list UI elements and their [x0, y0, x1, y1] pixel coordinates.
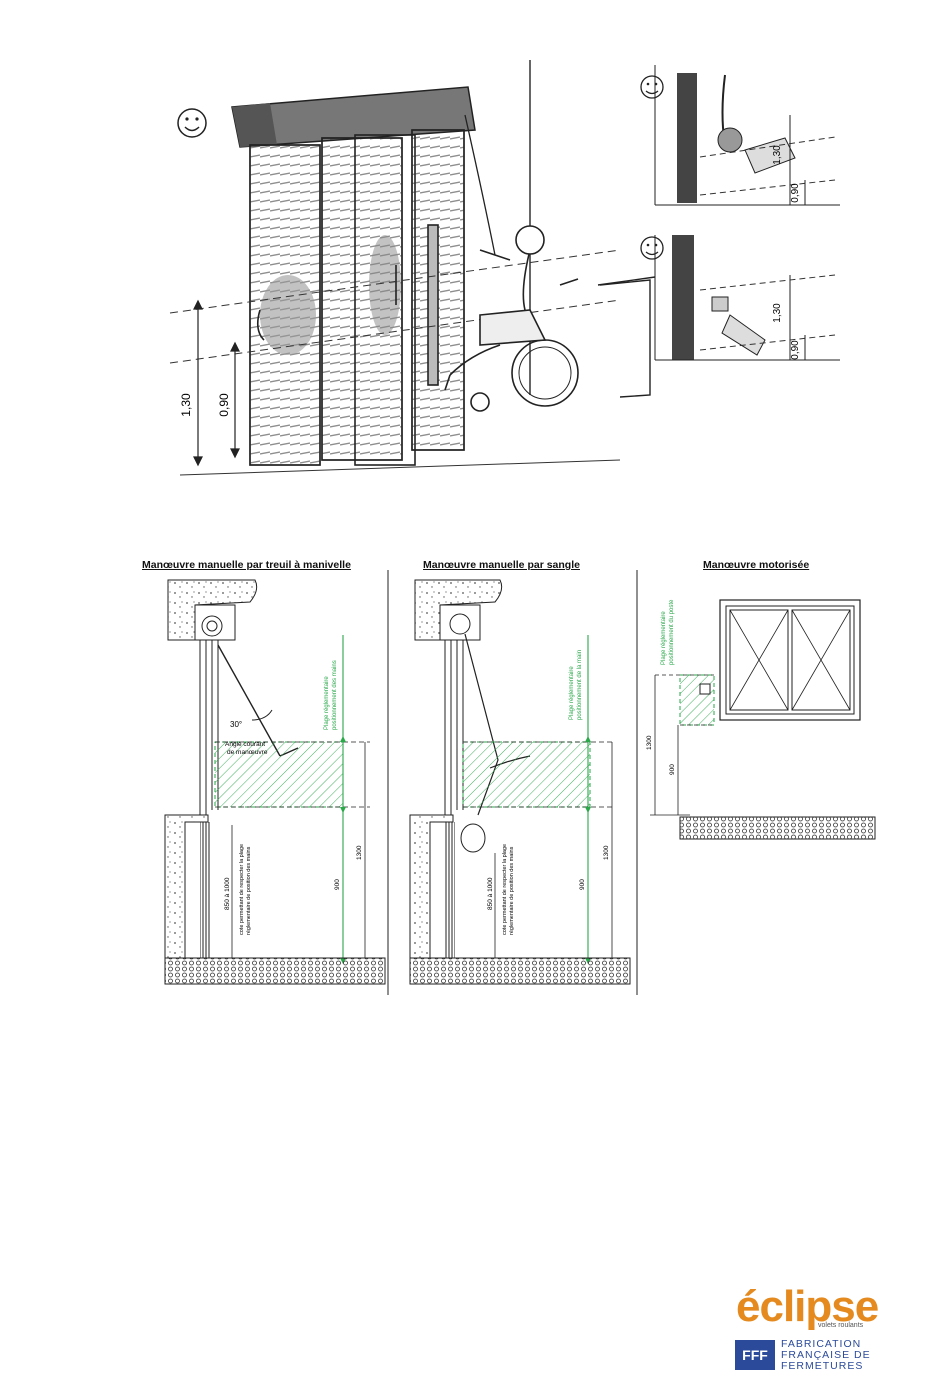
eclipse-logo: éclipse	[736, 1282, 879, 1331]
crank-angle-note-2: de manœuvre	[227, 749, 268, 756]
strap-cote-note-2: réglementaire de position des mains	[509, 846, 515, 935]
technical-drawings: 30° Angle courant de manœuvre Plage régl…	[164, 570, 876, 995]
inset-dim-min: 0,90	[790, 183, 801, 203]
smiley-icon	[177, 108, 207, 138]
crank-dim-900: 900	[334, 879, 341, 890]
inset-dim-total-2: 1,30	[772, 303, 783, 323]
crank-cote-note-2: réglementaire de position des mains	[246, 846, 252, 935]
strap-zone-label-1: Plage réglementaire	[569, 666, 575, 720]
inset-crank: 1,30 0,90	[640, 65, 840, 206]
strap-dim-1300: 1300	[603, 845, 610, 860]
dim-label-min: 0,90	[217, 393, 231, 417]
panel-crank: 30° Angle courant de manœuvre Plage régl…	[164, 579, 386, 985]
crank-zone-label-2: positionnement des mains	[332, 660, 338, 730]
counter	[597, 276, 656, 398]
strap-zone-label-2: positionnement de la main	[577, 650, 583, 720]
inset-dim-min-2: 0,90	[790, 340, 801, 360]
motor-zone-label-1: Plage réglementaire	[661, 611, 667, 665]
strap-cote-note-1: cote permettant de respecter la plage	[502, 844, 508, 935]
fff-line-3: FERMETURES	[781, 1360, 864, 1372]
motor-dim-1300: 1300	[646, 735, 653, 750]
crank-angle-note-1: Angle courant	[225, 741, 265, 748]
crank-cote-note-1: cote permettant de respecter la plage	[239, 844, 245, 935]
crank-zone-label-1: Plage réglementaire	[324, 676, 330, 730]
smiley-icon	[640, 75, 664, 99]
dim-label-total: 1,30	[179, 393, 193, 417]
panel-motorised: Plage réglementaire positionnement du po…	[646, 599, 876, 840]
wheelchair-user	[444, 225, 579, 412]
sliding-door	[249, 114, 496, 466]
panel-title-motorised: Manœuvre motorisée	[703, 559, 810, 571]
fff-logo-badge: FFF	[735, 1340, 775, 1370]
panel-title-crank: Manœuvre manuelle par treuil à manivelle	[142, 559, 351, 571]
strap-dim-range: 850 à 1000	[487, 877, 494, 910]
panel-title-strap: Manœuvre manuelle par sangle	[423, 559, 580, 571]
strap-dim-900: 900	[579, 879, 586, 890]
height-dimension	[193, 299, 240, 467]
crank-dim-1300: 1300	[356, 845, 363, 860]
motor-dim-900: 900	[669, 764, 676, 775]
panel-strap: Plage réglementaire positionnement de la…	[409, 579, 631, 985]
inset-dim-total: 1,30	[772, 145, 783, 165]
crank-dim-range: 850 à 1000	[224, 877, 231, 910]
fff-line-1: FABRICATION	[781, 1338, 862, 1350]
motor-zone-label-2: positionnement du poste	[669, 599, 675, 665]
crank-angle-label: 30°	[230, 720, 242, 729]
inset-switch: 1,30 0,90	[640, 235, 840, 361]
smiley-icon	[640, 236, 664, 260]
eclipse-logo-subtitle: volets roulants	[818, 1322, 864, 1329]
fff-logo-text: FABRICATION FRANÇAISE DE FERMETURES	[781, 1339, 871, 1372]
fff-line-2: FRANÇAISE DE	[781, 1349, 871, 1361]
wheelchair-illustration: 1,30 0,90 1,30 0,90	[169, 60, 840, 476]
